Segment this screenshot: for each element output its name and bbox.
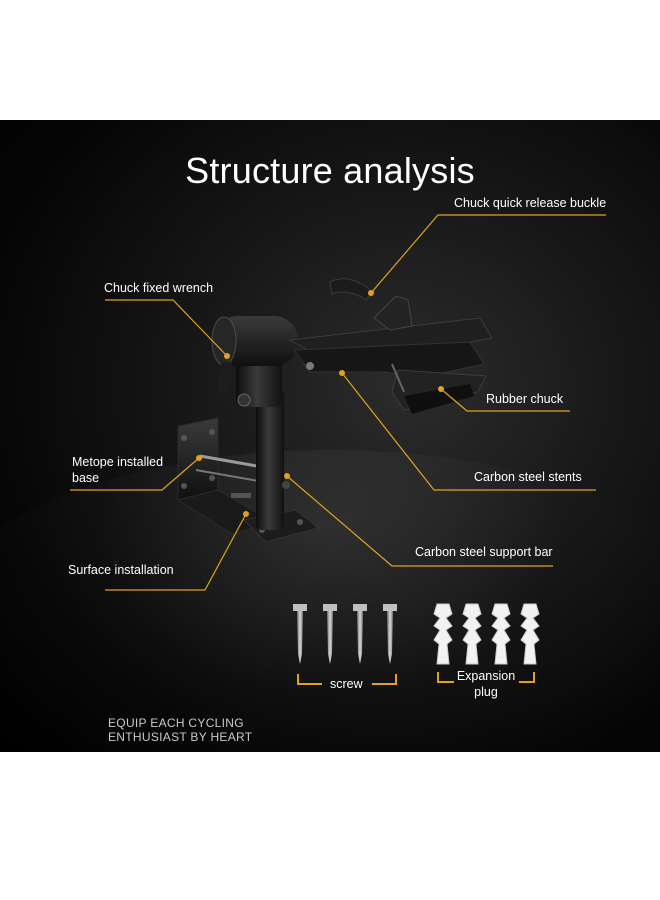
plugs-group <box>433 603 540 665</box>
screw-bracket-left <box>297 674 322 685</box>
screws-group <box>293 604 397 664</box>
leader-quick-release <box>370 214 606 294</box>
tagline-line2: ENTHUSIAST BY HEART <box>108 730 253 744</box>
label-expansion-line2: plug <box>474 685 498 699</box>
plug-3 <box>491 603 511 665</box>
label-carbon-steel-stents: Carbon steel stents <box>474 470 582 484</box>
support-bar-part <box>236 345 290 530</box>
plug-bracket-left <box>437 672 454 683</box>
floor-sheen <box>0 450 660 752</box>
leader-support-bar <box>286 475 553 567</box>
label-chuck-quick-release-buckle: Chuck quick release buckle <box>454 196 607 210</box>
plug-4 <box>520 603 540 665</box>
label-screw: screw <box>330 677 363 691</box>
plug-bracket-right <box>519 672 535 683</box>
label-metope-line2: base <box>72 471 100 485</box>
leader-dots <box>196 290 444 517</box>
label-chuck-fixed-wrench: Chuck fixed wrench <box>104 281 214 295</box>
label-expansion-plug: Expansion plug <box>450 668 522 700</box>
leader-metope-base <box>70 457 200 491</box>
tagline: EQUIP EACH CYCLING ENTHUSIAST BY HEART <box>108 716 288 744</box>
leader-fixed-wrench <box>105 299 228 357</box>
label-carbon-steel-support-bar: Carbon steel support bar <box>415 545 553 559</box>
leader-stents <box>341 372 596 491</box>
label-rubber-chuck: Rubber chuck <box>486 392 564 406</box>
leader-surface <box>105 513 247 591</box>
brackets <box>297 672 535 685</box>
label-expansion-line1: Expansion <box>456 669 516 683</box>
plug-2 <box>462 603 482 665</box>
screw-1 <box>293 604 307 664</box>
screw-4 <box>383 604 397 664</box>
tagline-line1: EQUIP EACH CYCLING <box>108 716 244 730</box>
label-metope-installed-base: Metope installed base <box>72 454 163 486</box>
screw-3 <box>353 604 367 664</box>
page-title: Structure analysis <box>185 150 475 191</box>
screw-2 <box>323 604 337 664</box>
leader-rubber-chuck <box>440 388 570 412</box>
leader-lines <box>70 214 606 591</box>
screw-bracket-right <box>372 674 397 685</box>
label-surface-installation: Surface installation <box>68 563 174 577</box>
clamp-head-part <box>211 278 493 414</box>
plug-1 <box>433 603 453 665</box>
label-metope-line1: Metope installed <box>72 455 164 469</box>
